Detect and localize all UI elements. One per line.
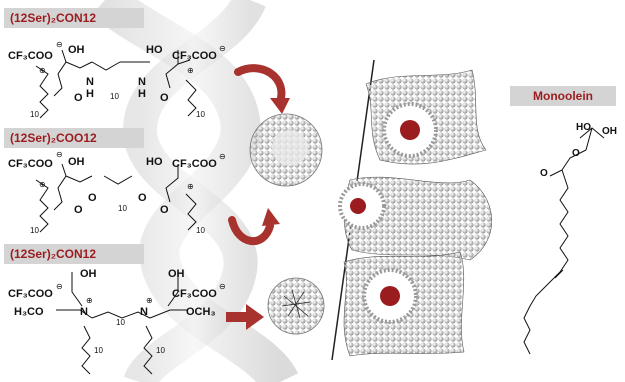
s1-charge-plus-right: ⊕ <box>187 66 194 75</box>
s1-charge-minus-left: ⊖ <box>56 40 63 49</box>
s2-n10: 10 <box>118 204 127 213</box>
curved-arrow-1 <box>234 64 286 106</box>
monoolein-double-bond <box>554 269 564 279</box>
label-box-3: (12Ser)₂CON12 <box>4 244 144 264</box>
s3-oh-right: OH <box>168 268 185 280</box>
s3-cf3coo-right: CF₃COO <box>172 288 217 300</box>
structure-2-bonds <box>35 163 197 233</box>
s3-och3: OCH₃ <box>186 306 216 318</box>
s2-charge-minus-right: ⊖ <box>219 152 226 161</box>
s2-ho-right: HO <box>146 156 163 168</box>
s1-h-left: H <box>86 88 94 100</box>
s1-o-left: O <box>74 92 83 104</box>
structure-1-bonds <box>35 49 197 119</box>
s3-sub-right: 10 <box>156 346 165 355</box>
s1-charge-minus-right: ⊖ <box>219 44 226 53</box>
curved-arrow-1-head <box>270 98 290 114</box>
s2-o-right: O <box>160 204 169 216</box>
s1-cf3coo-left: CF₃COO <box>8 50 53 62</box>
label-box-monoolein: Monoolein <box>510 86 616 106</box>
curved-arrow-2 <box>228 216 274 246</box>
s2-cf3coo-left: CF₃COO <box>8 158 53 170</box>
channel-core-bottom <box>380 286 400 306</box>
s3-charge-plus-left: ⊕ <box>86 296 93 305</box>
monoolein-carbonyl <box>549 169 563 177</box>
structure-3-bonds <box>56 272 188 375</box>
s2-charge-plus-right: ⊕ <box>187 182 194 191</box>
s2-sub-right: 10 <box>196 226 205 235</box>
monoolein-chain <box>523 127 605 355</box>
s1-ho-right: HO <box>146 44 163 56</box>
label-box-2: (12Ser)₂COO12 <box>4 128 144 148</box>
s2-o-link-right: O <box>138 192 147 204</box>
s3-charge-minus-right: ⊖ <box>219 282 226 291</box>
s3-h3co: H₃CO <box>14 306 44 318</box>
s3-n-right: N <box>140 306 148 318</box>
s2-oh-left: OH <box>68 156 85 168</box>
monoolein-ho: HO <box>576 122 591 133</box>
s2-sub-left: 10 <box>30 226 39 235</box>
s1-n10: 10 <box>110 92 119 101</box>
monoolein-oh: OH <box>602 126 617 137</box>
channel-core-top <box>400 120 420 140</box>
s3-cf3coo-left: CF₃COO <box>8 288 53 300</box>
monoolein-o-ester: O <box>572 148 580 159</box>
monoolein-o-carbonyl: O <box>540 168 548 179</box>
s1-cf3coo-right: CF₃COO <box>172 50 217 62</box>
s1-n-link-right: N <box>138 76 146 88</box>
s1-sub-right: 10 <box>196 110 205 119</box>
s2-charge-minus-left: ⊖ <box>56 150 63 159</box>
s3-charge-plus-right: ⊕ <box>146 296 153 305</box>
s1-oh-left: OH <box>68 44 85 56</box>
s2-charge-plus-left: ⊕ <box>39 180 46 189</box>
s1-o-right: O <box>160 92 169 104</box>
s3-oh-left: OH <box>80 268 97 280</box>
channel-core-middle <box>350 198 366 214</box>
s2-o-link-left: O <box>88 192 97 204</box>
s3-n-left: N <box>80 306 88 318</box>
s2-o-left: O <box>74 204 83 216</box>
s3-charge-minus-left: ⊖ <box>56 282 63 291</box>
s1-n-link-left: N <box>86 76 94 88</box>
s3-n10: 10 <box>116 318 125 327</box>
straight-arrow-body <box>226 312 248 322</box>
label-box-1: (12Ser)₂CON12 <box>4 8 144 28</box>
s1-sub-left: 10 <box>30 110 39 119</box>
vesicle-core <box>272 130 308 166</box>
s1-h-right: H <box>138 88 146 100</box>
straight-arrow-head <box>246 304 264 330</box>
s1-charge-plus-left: ⊕ <box>39 66 46 75</box>
s2-cf3coo-right: CF₃COO <box>172 158 217 170</box>
s3-sub-left: 10 <box>94 346 103 355</box>
curved-arrow-2-head <box>262 208 280 226</box>
